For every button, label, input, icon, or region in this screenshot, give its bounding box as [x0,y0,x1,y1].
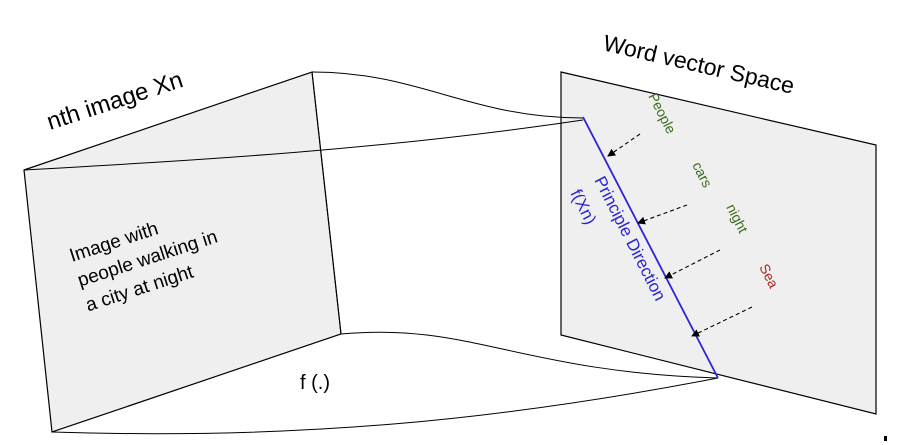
projection-arrow-cars [637,204,688,225]
projection-curve-mid [23,119,584,171]
projection-curve-top [311,71,584,119]
projection-arrow-night [664,249,721,279]
corner-dot [884,436,887,441]
function-label: f (.) [300,372,330,394]
projection-curve-bottom-upper [340,331,719,379]
vector-space-plane [560,71,877,415]
projection-curve-bottom-lower [51,377,719,435]
image-panel-fold [311,71,342,335]
